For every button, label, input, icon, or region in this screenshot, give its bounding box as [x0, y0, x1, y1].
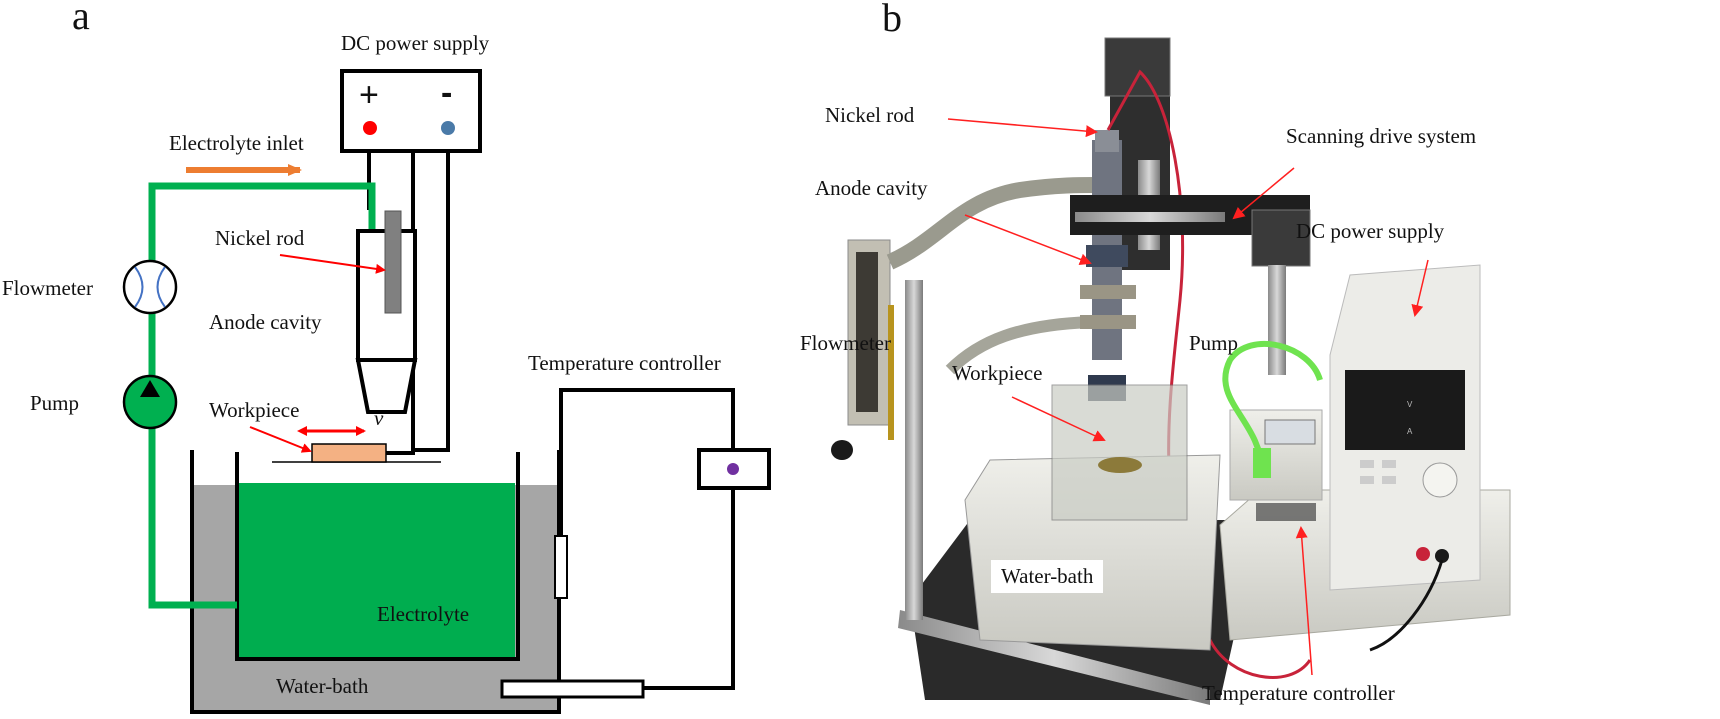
label-nickel-rod-b: Nickel rod: [825, 103, 915, 127]
pump-direction-triangle: [140, 380, 160, 397]
label-anode-cavity-b: Anode cavity: [815, 176, 928, 200]
psu-button-2: [1382, 460, 1396, 468]
flowmeter-arc-right: [156, 266, 166, 308]
scanning-drive-motor: [1251, 209, 1311, 267]
pump-power-cord: [1222, 341, 1323, 471]
nickel-rod-pointer-arrow: [279, 254, 386, 274]
psu-button-3: [1360, 476, 1374, 484]
panel-a-schematic: a DC power supply + - Electrolyte inlet …: [0, 0, 790, 719]
flowmeter-scale: [888, 305, 894, 440]
heater-element: [500, 679, 645, 699]
anode-clamp-upper: [1080, 285, 1136, 299]
psu-volts-indicator: V: [1407, 400, 1413, 409]
flowmeter-arc-left: [134, 266, 144, 308]
psu-button-1: [1360, 460, 1374, 468]
electrolyte-tank-photo: [1051, 384, 1188, 521]
right-frame-post: [1268, 265, 1286, 375]
flowmeter-tube: [856, 252, 878, 412]
label-temperature-controller: Temperature controller: [528, 351, 721, 375]
label-dc-power-supply-b: DC power supply: [1296, 219, 1445, 243]
panel-b-photo: V A b Nickel rod Scanning drive system A…: [790, 0, 1720, 719]
label-scanning-drive-system: Scanning drive system: [1286, 124, 1477, 148]
flowmeter-symbol: [122, 259, 178, 315]
label-workpiece-b: Workpiece: [952, 361, 1043, 385]
psu-red-terminal: [1416, 547, 1430, 561]
positive-terminal: [363, 121, 377, 135]
workpiece-pointer-arrow: [249, 426, 312, 453]
label-electrolyte: Electrolyte: [377, 602, 470, 626]
label-workpiece: Workpiece: [209, 398, 300, 422]
label-plus: +: [359, 76, 379, 114]
dc-power-supply-box: [340, 69, 482, 153]
electrolyte-hose: [886, 176, 1111, 270]
psu-black-leads: [1369, 559, 1444, 652]
nickel-rod: [384, 210, 402, 314]
label-anode-cavity: Anode cavity: [209, 310, 322, 334]
electrolyte-pipe: [148, 182, 376, 609]
label-pump-b: Pump: [1189, 331, 1239, 355]
temperature-controller-display: [1256, 503, 1316, 521]
psu-amps-indicator: A: [1407, 427, 1413, 436]
electrolyte-fill: [237, 483, 515, 659]
psu-black-terminal: [1435, 549, 1449, 563]
pump-plug: [1253, 448, 1271, 478]
temperature-controller-indicator: [727, 463, 739, 475]
panel-label-a: a: [72, 0, 90, 38]
anode-cavity-fitting: [1086, 245, 1128, 267]
z-axis-motor: [1104, 37, 1171, 97]
label-water-bath: Water-bath: [276, 674, 369, 698]
nickel-rod-pointer-arrow-b: [947, 118, 1098, 138]
negative-lead-wire-upper: [413, 151, 450, 452]
frame-post-left: [905, 280, 923, 620]
scanning-drive-pointer-arrow: [1232, 167, 1295, 220]
label-electrolyte-inlet: Electrolyte inlet: [169, 131, 304, 155]
label-pump: Pump: [30, 391, 80, 415]
flowmeter-valve-knob: [831, 440, 853, 460]
label-minus: -: [441, 74, 453, 112]
label-dc-power-supply: DC power supply: [341, 31, 490, 55]
workpiece-pointer-arrow-b: [1011, 396, 1106, 442]
apparatus-photo: V A: [831, 37, 1511, 705]
label-temperature-controller-b: Temperature controller: [1202, 681, 1395, 705]
workpiece-photo: [1098, 457, 1142, 473]
label-flowmeter: Flowmeter: [2, 276, 93, 300]
panel-label-b: b: [882, 0, 902, 40]
pump-display-panel: [1264, 419, 1316, 445]
temperature-probe: [554, 535, 568, 599]
label-flowmeter-b: Flowmeter: [800, 331, 891, 355]
dc-power-supply-pointer-arrow-b: [1411, 259, 1429, 317]
workpiece: [311, 443, 387, 463]
anode-cavity-pointer-arrow-b: [964, 214, 1092, 266]
psu-adjust-knob: [1422, 462, 1458, 498]
temperature-controller-pointer-arrow-b: [1295, 526, 1313, 676]
return-hose: [945, 316, 1091, 375]
label-velocity: v: [374, 406, 384, 430]
electrolyte-tank: [235, 452, 520, 661]
anode-cavity-nozzle: [355, 358, 418, 414]
anode-clamp-lower: [1080, 315, 1136, 329]
scanning-drive-screw: [1075, 212, 1225, 222]
temperature-probe-wire: [559, 388, 735, 538]
psu-button-4: [1382, 476, 1396, 484]
base-rail-front: [898, 610, 1210, 705]
pump-symbol: [122, 374, 178, 430]
dc-power-supply-display: [1345, 370, 1465, 450]
label-water-bath-b: Water-bath: [991, 560, 1104, 593]
negative-terminal: [441, 121, 455, 135]
label-nickel-rod: Nickel rod: [215, 226, 305, 250]
heater-wire: [643, 488, 735, 690]
anode-cavity-cap: [1095, 130, 1119, 152]
schematic-canvas: [122, 69, 771, 714]
